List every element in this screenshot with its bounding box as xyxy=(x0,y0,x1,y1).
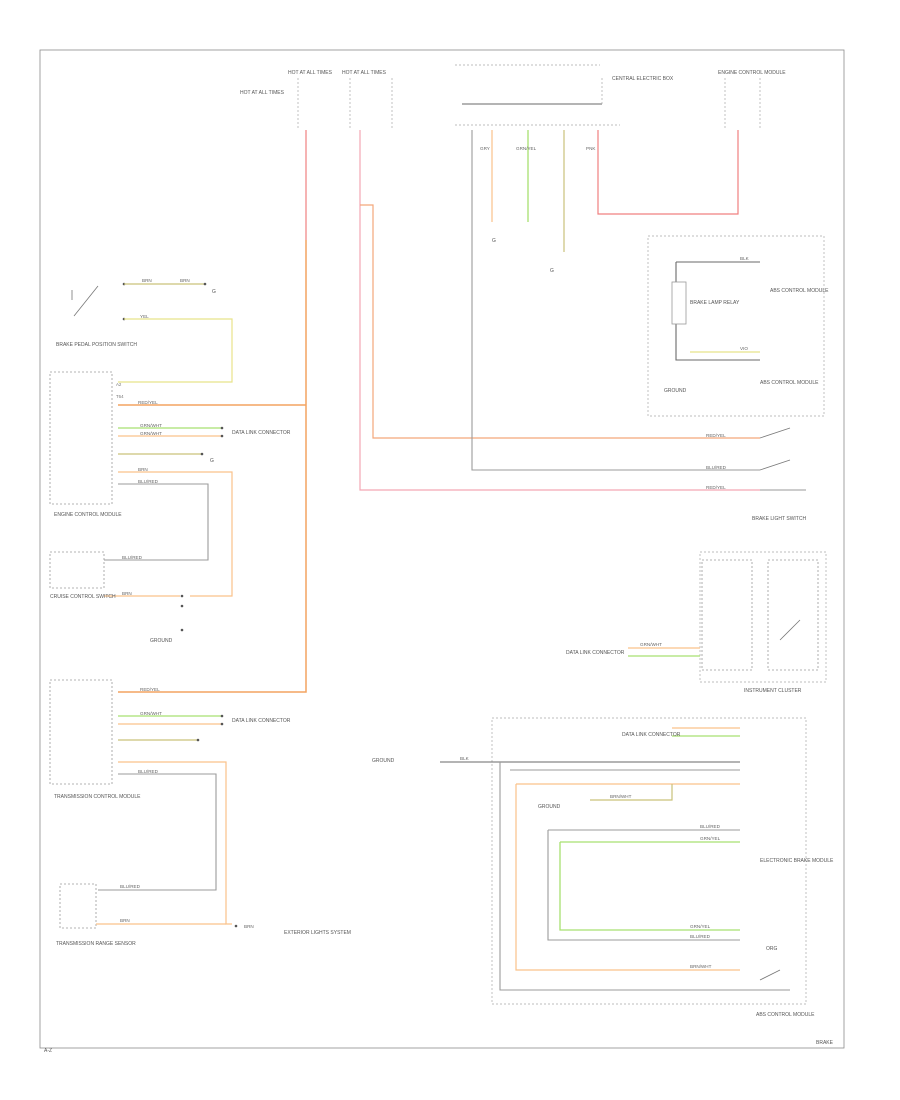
fuse-label-b: HOT AT ALL TIMES xyxy=(288,70,333,76)
svg-text:A2: A2 xyxy=(116,382,122,387)
footer-left: A-Z xyxy=(44,1048,52,1054)
svg-text:BLU/RED: BLU/RED xyxy=(690,934,711,939)
svg-text:GROUND: GROUND xyxy=(372,758,395,764)
svg-text:DATA LINK CONNECTOR: DATA LINK CONNECTOR xyxy=(232,430,291,436)
transmission-module: RED/YEL GRN/WHT DATA LINK CONNECTOR BLU/… xyxy=(49,679,291,925)
svg-text:BLK: BLK xyxy=(740,256,750,261)
svg-text:BLU/RED: BLU/RED xyxy=(138,479,159,484)
wire-pink-brake xyxy=(359,130,760,491)
svg-text:ABS CONTROL MODULE: ABS CONTROL MODULE xyxy=(770,288,829,294)
central-electric-box: CENTRAL ELECTRIC BOX ENGINE CONTROL MODU… xyxy=(455,64,786,128)
wire-orange-brake xyxy=(360,204,760,439)
wire-bus-red xyxy=(597,130,739,215)
fuse-block-top-left: HOT AT ALL TIMES HOT AT ALL TIMES HOT AT… xyxy=(240,70,393,128)
svg-text:RED/YEL: RED/YEL xyxy=(706,433,726,438)
ground-label-left: G xyxy=(212,289,216,295)
svg-text:GROUND: GROUND xyxy=(150,638,173,644)
svg-text:BRN: BRN xyxy=(138,467,148,472)
cruise-switch-label: CRUISE CONTROL SWITCH xyxy=(50,594,116,600)
footer-right: BRAKE xyxy=(816,1040,834,1046)
abs-module: DATA LINK CONNECTOR GROUND BLK BRN/WHT G… xyxy=(372,717,834,1018)
abs-module-label: ABS CONTROL MODULE xyxy=(756,1012,815,1018)
svg-text:YEL: YEL xyxy=(140,314,149,319)
svg-text:GRN/YEL: GRN/YEL xyxy=(516,146,537,151)
fuse-label-c: HOT AT ALL TIMES xyxy=(342,70,387,76)
transmission-sensor: BLU/RED BRN BRN EXTERIOR LIGHTS SYSTEM T… xyxy=(56,883,351,947)
module-label: ENGINE CONTROL MODULE xyxy=(718,70,786,76)
svg-text:EXTERIOR LIGHTS SYSTEM: EXTERIOR LIGHTS SYSTEM xyxy=(284,930,351,936)
svg-text:BRN/WHT: BRN/WHT xyxy=(690,964,712,969)
cruise-switch: BLU/RED BRN CRUISE CONTROL SWITCH GROUND xyxy=(49,551,184,644)
svg-text:BRN: BRN xyxy=(180,278,190,283)
diagram-frame xyxy=(39,49,845,1049)
svg-text:GRN/WHT: GRN/WHT xyxy=(140,431,162,436)
svg-text:GRN/WHT: GRN/WHT xyxy=(640,642,662,647)
svg-text:BRN: BRN xyxy=(122,591,132,596)
svg-text:BRAKE LAMP RELAY: BRAKE LAMP RELAY xyxy=(690,300,740,306)
instrument-cluster: GRN/WHT DATA LINK CONNECTOR INSTRUMENT C… xyxy=(566,551,827,694)
svg-text:BLU/RED: BLU/RED xyxy=(122,555,143,560)
svg-text:GROUND: GROUND xyxy=(538,804,561,810)
svg-text:BLU/RED: BLU/RED xyxy=(138,769,159,774)
svg-text:PNK: PNK xyxy=(586,146,596,151)
svg-text:DATA LINK CONNECTOR: DATA LINK CONNECTOR xyxy=(232,718,291,724)
svg-text:T64: T64 xyxy=(116,394,124,399)
trans-sensor-label: TRANSMISSION RANGE SENSOR xyxy=(56,941,136,947)
svg-text:BRN: BRN xyxy=(120,918,130,923)
svg-text:DATA LINK CONNECTOR: DATA LINK CONNECTOR xyxy=(622,732,681,738)
svg-text:RED/YEL: RED/YEL xyxy=(140,687,160,692)
svg-text:BLU/RED: BLU/RED xyxy=(706,465,727,470)
svg-text:ABS CONTROL MODULE: ABS CONTROL MODULE xyxy=(760,380,819,386)
svg-text:ELECTRONIC BRAKE MODULE: ELECTRONIC BRAKE MODULE xyxy=(760,858,834,864)
svg-text:DATA LINK CONNECTOR: DATA LINK CONNECTOR xyxy=(566,650,625,656)
svg-text:GRY: GRY xyxy=(480,146,490,151)
svg-text:BLK: BLK xyxy=(460,756,470,761)
wire-gray-brake xyxy=(471,130,760,471)
bus-ground-labels: G G GRY GRN/YEL PNK xyxy=(480,146,596,274)
svg-text:G: G xyxy=(492,238,496,244)
brake-light-switch: RED/YEL BLU/RED RED/YEL BRAKE LIGHT SWIT… xyxy=(706,427,806,522)
svg-text:VIO: VIO xyxy=(740,346,748,351)
svg-text:BRN: BRN xyxy=(244,924,254,929)
svg-text:RED/YEL: RED/YEL xyxy=(138,400,158,405)
instrument-cluster-label: INSTRUMENT CLUSTER xyxy=(744,688,802,694)
ecm-left-module: A2 T64 RED/YEL GRN/WHT GRN/WHT DATA LINK… xyxy=(49,371,291,597)
svg-text:BRN/WHT: BRN/WHT xyxy=(610,794,632,799)
trans-module-label: TRANSMISSION CONTROL MODULE xyxy=(54,794,141,800)
switch-top-left: BRN BRN G YEL BRAKE PEDAL POSITION SWITC… xyxy=(52,272,233,383)
svg-text:GRN/YEL: GRN/YEL xyxy=(690,924,711,929)
svg-text:ORG: ORG xyxy=(766,946,778,952)
svg-text:BRN: BRN xyxy=(142,278,152,283)
pedal-switch-label: BRAKE PEDAL POSITION SWITCH xyxy=(56,342,137,348)
svg-text:BLU/RED: BLU/RED xyxy=(120,884,141,889)
svg-text:GROUND: GROUND xyxy=(664,388,687,394)
svg-text:BLU/RED: BLU/RED xyxy=(700,824,721,829)
svg-text:RED/YEL: RED/YEL xyxy=(706,485,726,490)
svg-text:GRN/WHT: GRN/WHT xyxy=(140,711,162,716)
wire-orange-trans xyxy=(118,240,307,693)
brake-switch-label: BRAKE LIGHT SWITCH xyxy=(752,516,806,522)
svg-text:GRN/WHT: GRN/WHT xyxy=(140,423,162,428)
brake-lamp-relay: BRAKE LAMP RELAY BLK VIO ABS CONTROL MOD… xyxy=(647,235,829,417)
ecm-left-label: ENGINE CONTROL MODULE xyxy=(54,512,122,518)
svg-text:G: G xyxy=(210,458,214,464)
bus-label: CENTRAL ELECTRIC BOX xyxy=(612,76,674,82)
fuse-label-a: HOT AT ALL TIMES xyxy=(240,90,285,96)
svg-text:GRN/YEL: GRN/YEL xyxy=(700,836,721,841)
svg-text:G: G xyxy=(550,268,554,274)
